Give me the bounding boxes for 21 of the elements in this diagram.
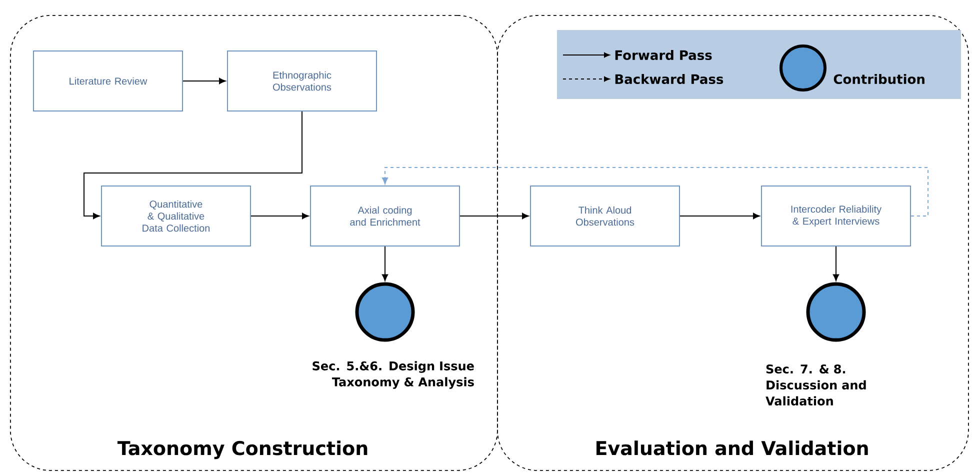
process-box: Intercoder Reliability & Expert Interviews (761, 186, 911, 246)
process-box: Literature Review (33, 50, 183, 112)
arrow (84, 111, 302, 220)
legend-text: Forward Pass (615, 50, 712, 60)
arrow (182, 78, 226, 84)
arrow (460, 212, 529, 220)
arrow (832, 246, 840, 281)
contribution-circle (806, 282, 866, 342)
caption-text: Sec. 5.&6. Design Issue Taxonomy & Analysis (312, 361, 474, 389)
process-box: Ethnographic Observations (227, 50, 377, 112)
arrow (382, 246, 388, 281)
process-box: Think Aloud Observations (530, 186, 680, 246)
arrow (680, 212, 760, 220)
legend-text: Contribution (834, 74, 924, 84)
arrow (250, 212, 309, 220)
arrow (382, 167, 928, 216)
caption-text: Sec. 7. & 8. Discussion and Validation (766, 364, 866, 406)
process-box: Axial coding and Enrichment (310, 186, 460, 246)
contribution-circle (355, 282, 415, 342)
legend-text: Backward Pass (615, 74, 724, 84)
process-box: Quantitative & Qualitative Data Collection (101, 186, 251, 246)
